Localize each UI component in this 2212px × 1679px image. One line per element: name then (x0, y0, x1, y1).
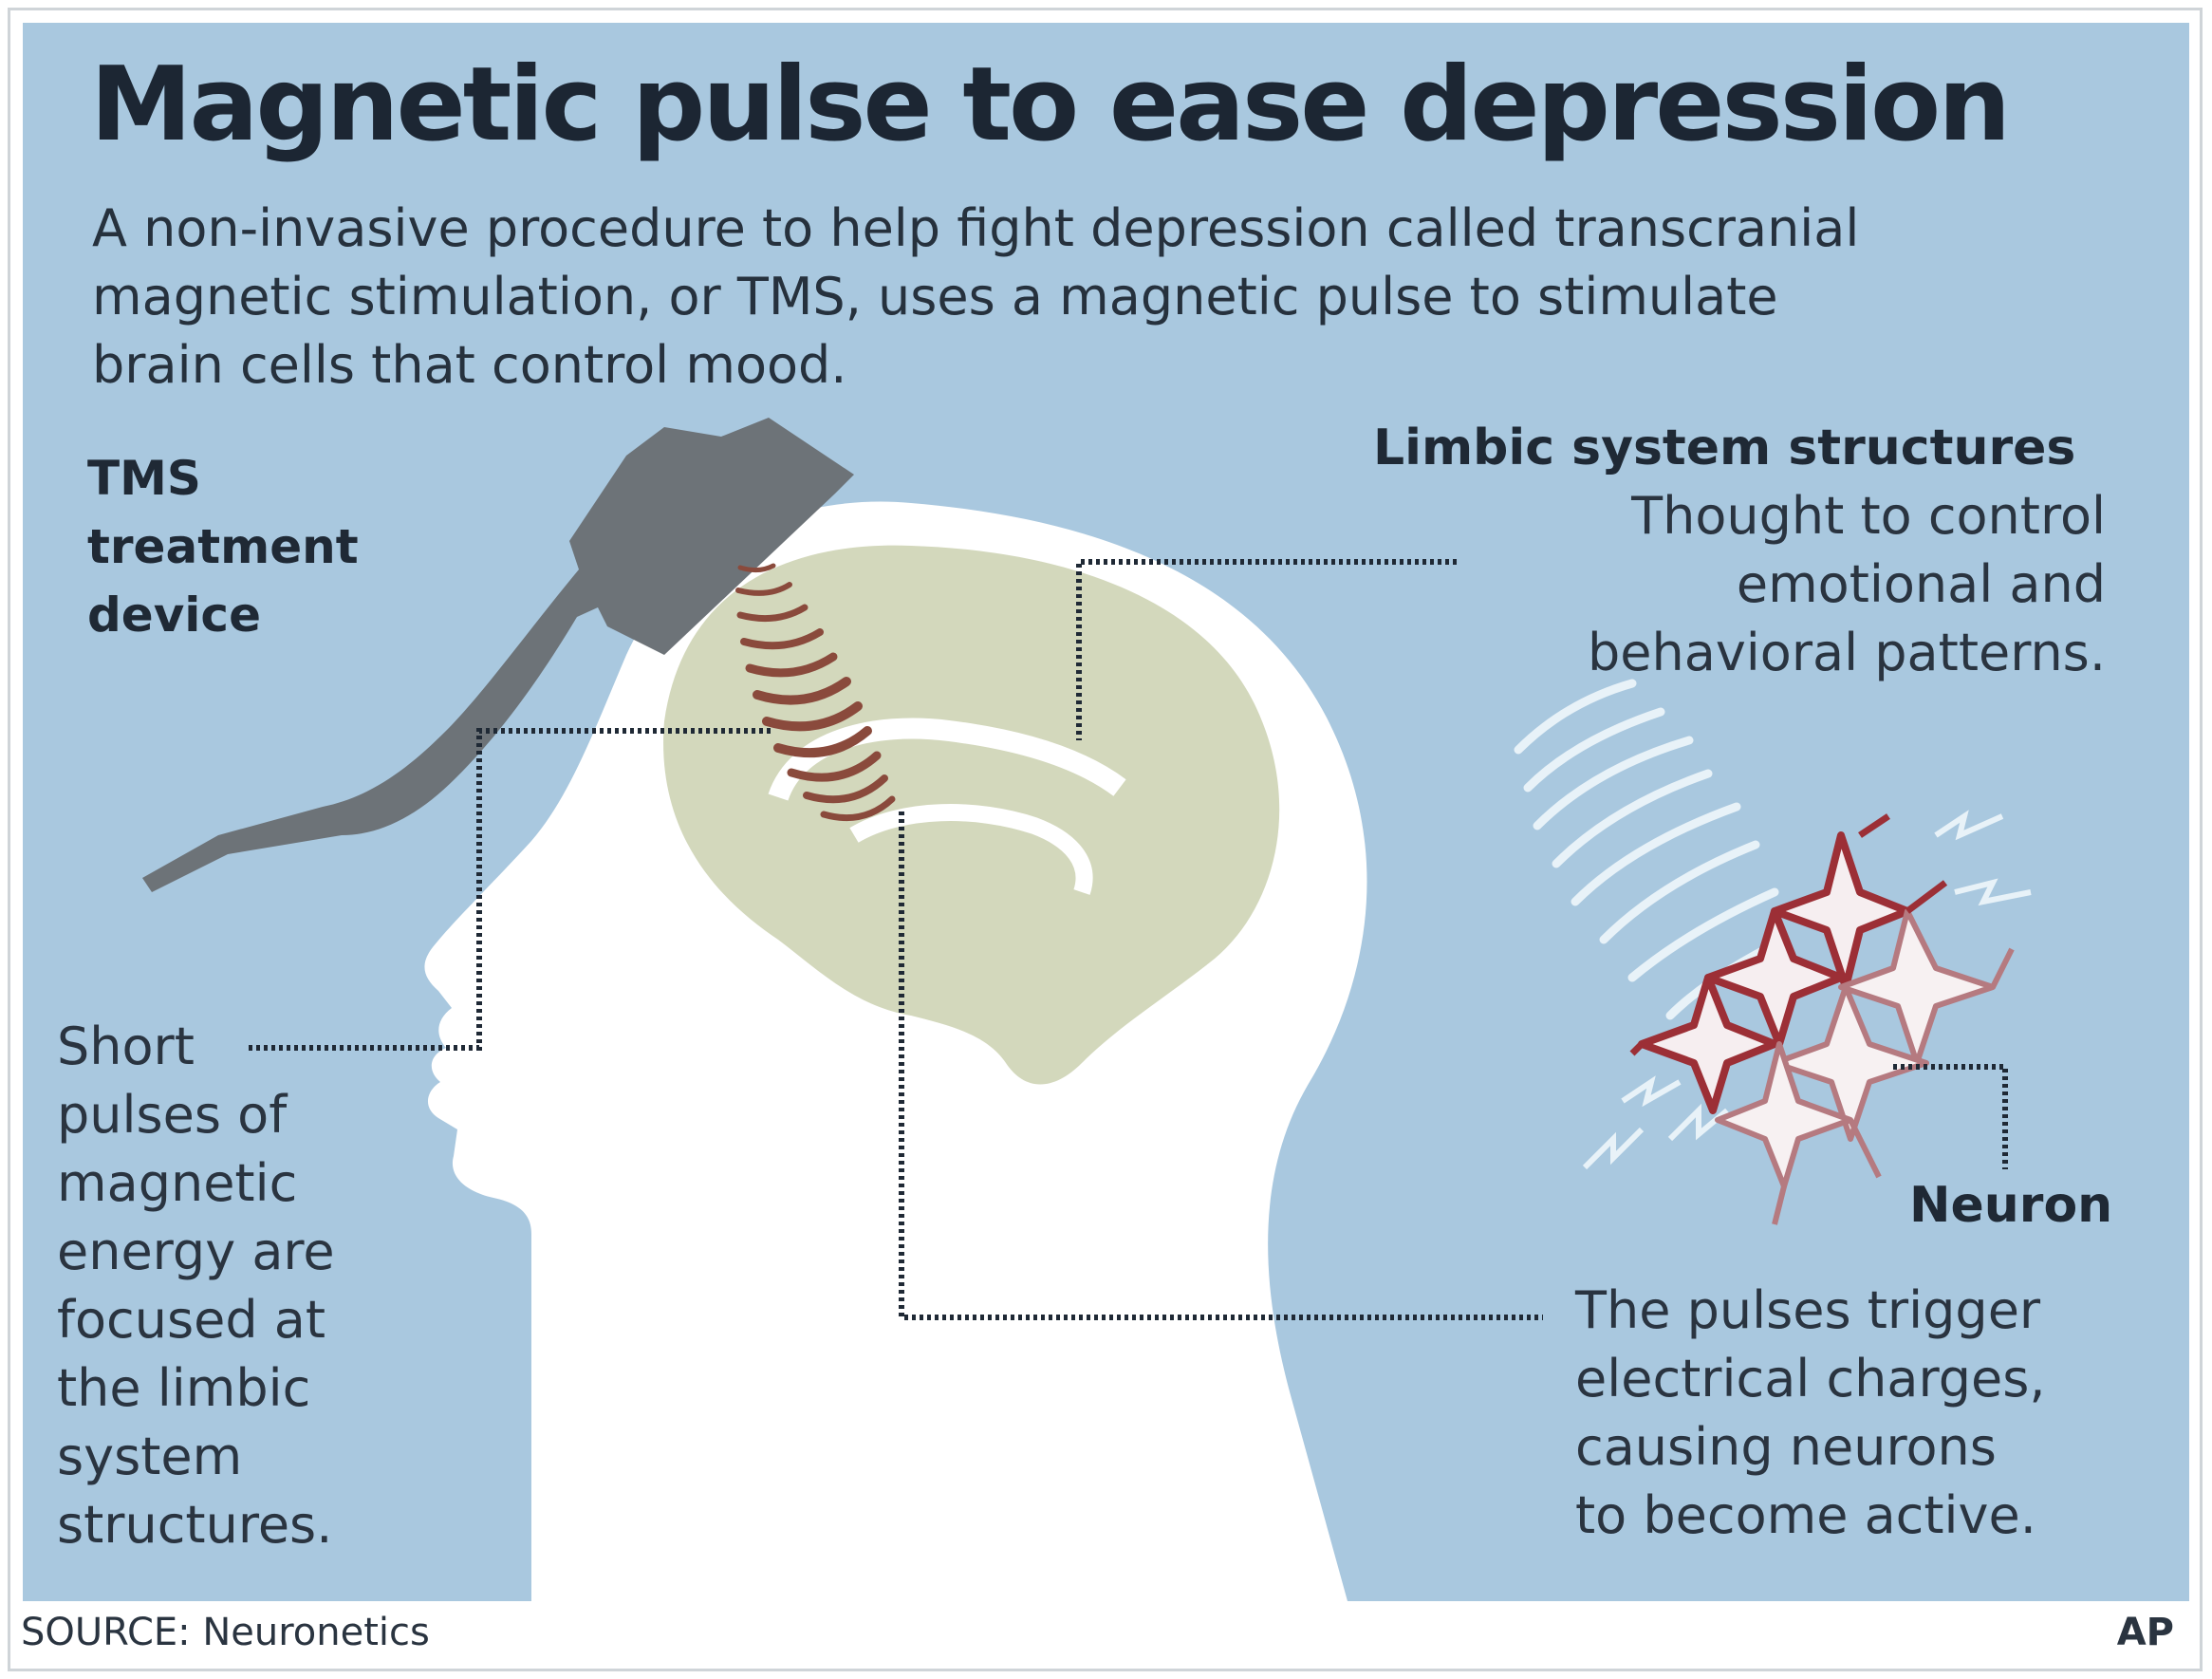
neuron-network-icon (1629, 813, 2015, 1225)
label-short-pulses: Short pulses of magnetic energy are focu… (57, 1017, 335, 1555)
electrical-field-arcs (1514, 679, 1789, 1020)
source-credit: SOURCE: Neuronetics (21, 1611, 430, 1654)
intro-text: A non-invasive procedure to help fight d… (92, 198, 1860, 395)
tms-device-icon (142, 418, 854, 892)
agency-credit: AP (2116, 1611, 2174, 1654)
label-limbic-description: Thought to control emotional and behavio… (1588, 486, 2106, 682)
label-pulses-trigger: The pulses trigger electrical charges, c… (1575, 1280, 2046, 1545)
label-limbic-title: Limbic system structures (1373, 420, 2076, 476)
page-title: Magnetic pulse to ease depression (90, 46, 2011, 164)
leader-lines (249, 559, 2008, 1320)
magnetic-pulse-waves (735, 563, 896, 822)
label-tms-device: TMS treatment device (87, 451, 359, 643)
label-neuron: Neuron (1909, 1177, 2113, 1234)
limbic-structure-inner (849, 804, 1093, 895)
lightning-sparks (1582, 810, 2032, 1170)
